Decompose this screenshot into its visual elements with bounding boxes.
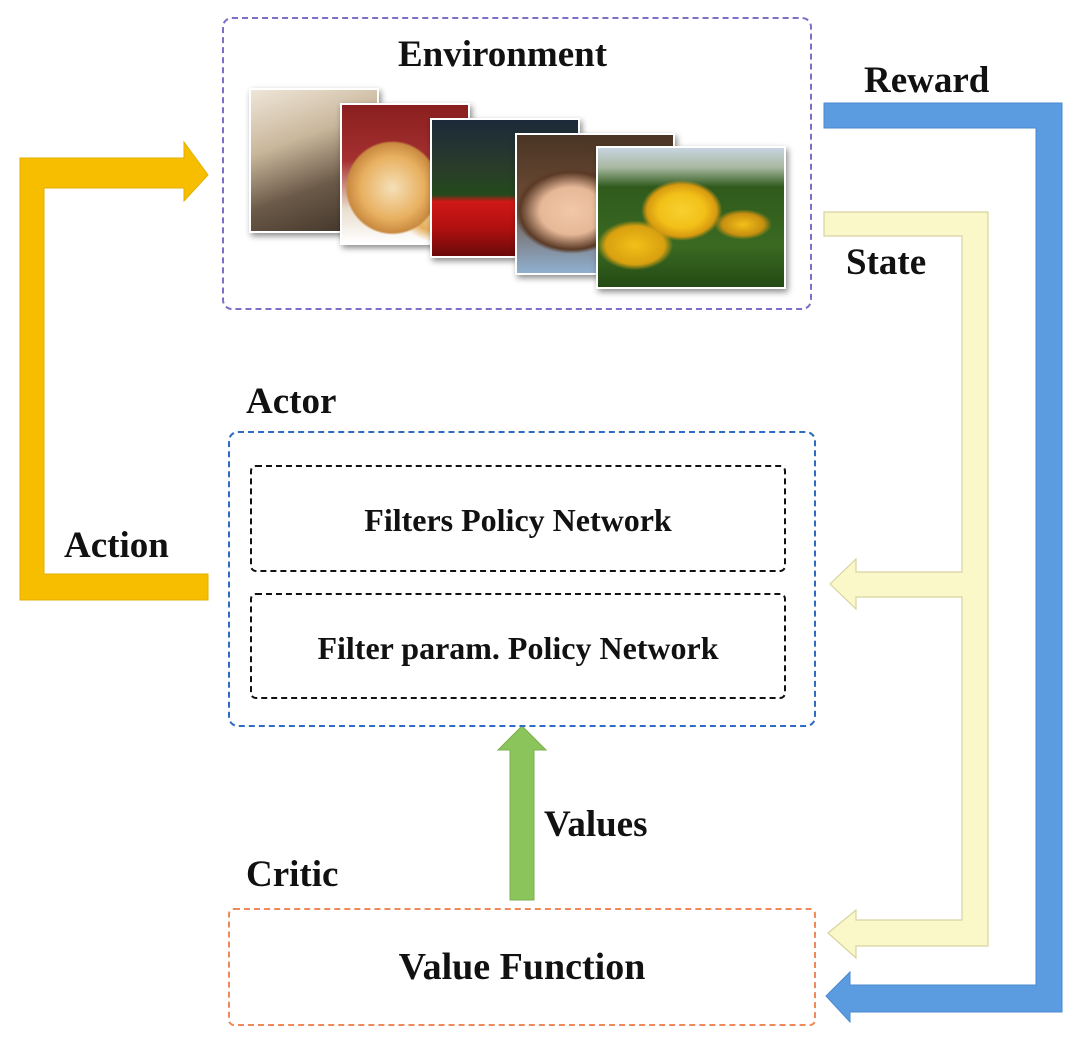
filters-policy-network-box: Filters Policy Network	[250, 465, 786, 572]
actor-title: Actor	[246, 381, 337, 422]
reward-label: Reward	[864, 60, 990, 101]
actor-box	[228, 431, 816, 727]
state-label: State	[846, 242, 927, 283]
value-function-label: Value Function	[398, 946, 646, 988]
photo-yellow-lilies	[596, 146, 786, 289]
filter-param-policy-network-label: Filter param. Policy Network	[317, 630, 719, 666]
environment-title: Environment	[398, 34, 608, 75]
state-arrow	[823, 211, 989, 960]
action-label: Action	[64, 525, 169, 566]
action-arrow	[19, 140, 209, 601]
values-arrow	[496, 725, 548, 901]
filters-policy-network-label: Filters Policy Network	[364, 502, 672, 538]
critic-box: Value Function	[228, 908, 816, 1026]
critic-title: Critic	[246, 854, 339, 895]
values-label: Values	[544, 804, 648, 845]
filter-param-policy-network-box: Filter param. Policy Network	[250, 593, 786, 699]
reward-arrow	[823, 102, 1063, 1024]
environment-box	[222, 17, 812, 310]
